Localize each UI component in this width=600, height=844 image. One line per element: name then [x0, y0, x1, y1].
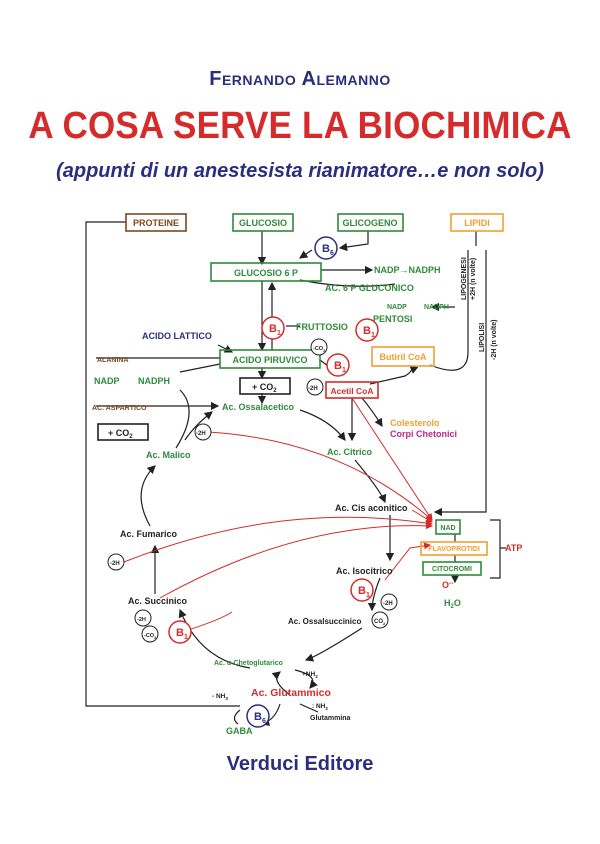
label-ac-malico: Ac. Malico — [146, 450, 191, 460]
box-butiril — [371, 346, 435, 367]
label-acido-lattico: ACIDO LATTICO — [142, 331, 212, 341]
label-b1-right: B1 — [363, 325, 375, 339]
label-ac-citrico: Ac. Citrico — [327, 447, 373, 457]
box-acido-piruvico — [219, 349, 321, 369]
label-colesterolo: Colesterolo — [390, 418, 440, 428]
label-b1-isocitrico: B1 — [358, 585, 370, 599]
label-minus-2h-acetil: -2H — [308, 386, 318, 392]
label-corpi-chetonici: Corpi Chetonici — [390, 429, 457, 439]
diagram-labels: PROTEINE GLUCOSIO GLICOGENO LIPIDI B6 GL… — [92, 218, 522, 736]
label-glucosio: GLUCOSIO — [239, 218, 287, 228]
label-ac-succinico: Ac. Succinico — [128, 596, 188, 606]
label-plus-co2-left: + CO2 — [108, 428, 133, 440]
label-alpha-chetoglutarico: Ac. α-Chetoglutarico — [214, 660, 283, 667]
label-plus-co2: + CO2 — [252, 382, 277, 394]
label-gaba: GABA — [226, 726, 253, 736]
box-glucosio — [232, 213, 294, 232]
label-nadp-nadph-top: NADP→NADPH — [374, 265, 441, 275]
circle-b6-top — [314, 236, 338, 260]
label-glutammina: Glutammina — [310, 715, 351, 722]
label-o-minus: O-- — [442, 580, 454, 590]
label-minus-2h-fumarico: -2H — [110, 561, 120, 567]
label-flavoprotidi: FLAVOPROTIDI — [428, 546, 480, 553]
label-proteine: PROTEINE — [133, 218, 179, 228]
box-glucosio6p — [210, 262, 322, 282]
label-b1-succinico: B1 — [176, 627, 188, 641]
circle-b1-fruttosio-left — [261, 316, 285, 340]
label-h2o: H2O — [444, 598, 461, 610]
publisher-name: Verduci Editore — [226, 753, 374, 775]
box-lipidi — [450, 213, 504, 232]
label-minus-2h-isocitrico: -2H — [383, 601, 393, 607]
vitamin-circles — [168, 236, 379, 728]
box-flavoprotidi — [420, 541, 488, 556]
label-co2-minus-top: -CO2 — [313, 346, 326, 353]
circle-b1-succinico — [168, 620, 192, 644]
label-b6-gaba: B6 — [254, 711, 266, 725]
box-citocromi — [422, 561, 482, 576]
label-ac-aspartico: AC. ASPARTICO — [92, 405, 147, 412]
label-co2-succinico: -CO2 — [144, 633, 157, 640]
label-minus-nh3: - NH3 — [212, 693, 228, 701]
label-minus-2h-malico: -2H — [196, 431, 206, 437]
label-nh2-minus: : NH2 — [312, 703, 328, 711]
label-lipogenesi-h: +2H (n volte) — [470, 258, 477, 300]
circle-b1-isocitrico — [350, 578, 374, 602]
label-b1-piruvico: B1 — [334, 360, 346, 374]
label-ac-ossalsuccinico: Ac. Ossalsuccinico — [288, 617, 361, 626]
label-butiril: Butiril CoA — [380, 352, 427, 362]
label-b6-top: B6 — [322, 243, 334, 257]
book-subtitle: (appunti di un anestesista rianimatore…e… — [56, 160, 544, 182]
label-nadp-small: NADP — [387, 304, 407, 311]
label-atp: ATP — [505, 543, 522, 553]
small-circles — [107, 338, 398, 643]
label-ac-isocitrico: Ac. Isocitrico — [336, 566, 393, 576]
box-nad — [435, 519, 461, 535]
author-name: Fernando Alemanno — [209, 68, 391, 90]
circle-b1-piruvico — [326, 353, 350, 377]
label-b1-left: B1 — [269, 323, 281, 337]
label-lipolisi-h: -2H (n volte) — [491, 320, 498, 360]
box-proteine — [125, 213, 187, 232]
boxes — [97, 213, 504, 576]
label-acetil: Acetil CoA — [331, 386, 374, 396]
circle-b6-gaba — [246, 704, 270, 728]
label-nh2-plus: +NH2 — [302, 671, 318, 679]
label-nadph-small: NADPH — [424, 304, 449, 311]
label-pentosi: PENTOSI — [373, 314, 412, 324]
label-lipolisi: LIPOLISI — [479, 323, 486, 352]
box-glicogeno — [337, 213, 404, 232]
pathway-connectors — [85, 221, 506, 726]
label-alanina: ALANINA — [97, 357, 129, 364]
label-ac-ossalacetico: Ac. Ossalacetico — [222, 402, 295, 412]
label-lipidi: LIPIDI — [464, 218, 490, 228]
label-nadp-mid: NADP — [94, 376, 120, 386]
circle-b1-fruttosio-right — [355, 318, 379, 342]
label-co2-ossalsuccinico: CO2 — [374, 619, 386, 626]
box-acetil — [325, 381, 379, 399]
box-plus-co2-left — [97, 423, 149, 441]
label-glicogeno: GLICOGENO — [342, 218, 397, 228]
label-nadph-mid: NADPH — [138, 376, 170, 386]
label-minus-2h-succinico: -2H — [137, 617, 146, 623]
label-ac-glutammico: Ac. Glutammico — [251, 687, 331, 699]
label-ac-fumarico: Ac. Fumarico — [120, 529, 178, 539]
label-lipogenesi: LIPOGENESI — [461, 257, 468, 300]
label-ac-cis: Ac. Cis aconitico — [335, 503, 408, 513]
label-acido-piruvico: ACIDO PIRUVICO — [232, 355, 307, 365]
label-fruttosio: FRUTTOSIO — [296, 322, 348, 332]
label-ac6p-gluconico: AC. 6 P GLUCONICO — [325, 283, 414, 293]
label-glucosio6p: GLUCOSIO 6 P — [234, 268, 298, 278]
label-citocromi: CITOCROMI — [432, 566, 472, 573]
book-title: A COSA SERVE LA BIOCHIMICA — [28, 104, 572, 147]
box-plus-co2 — [239, 377, 291, 395]
label-nad: NAD — [440, 525, 455, 532]
